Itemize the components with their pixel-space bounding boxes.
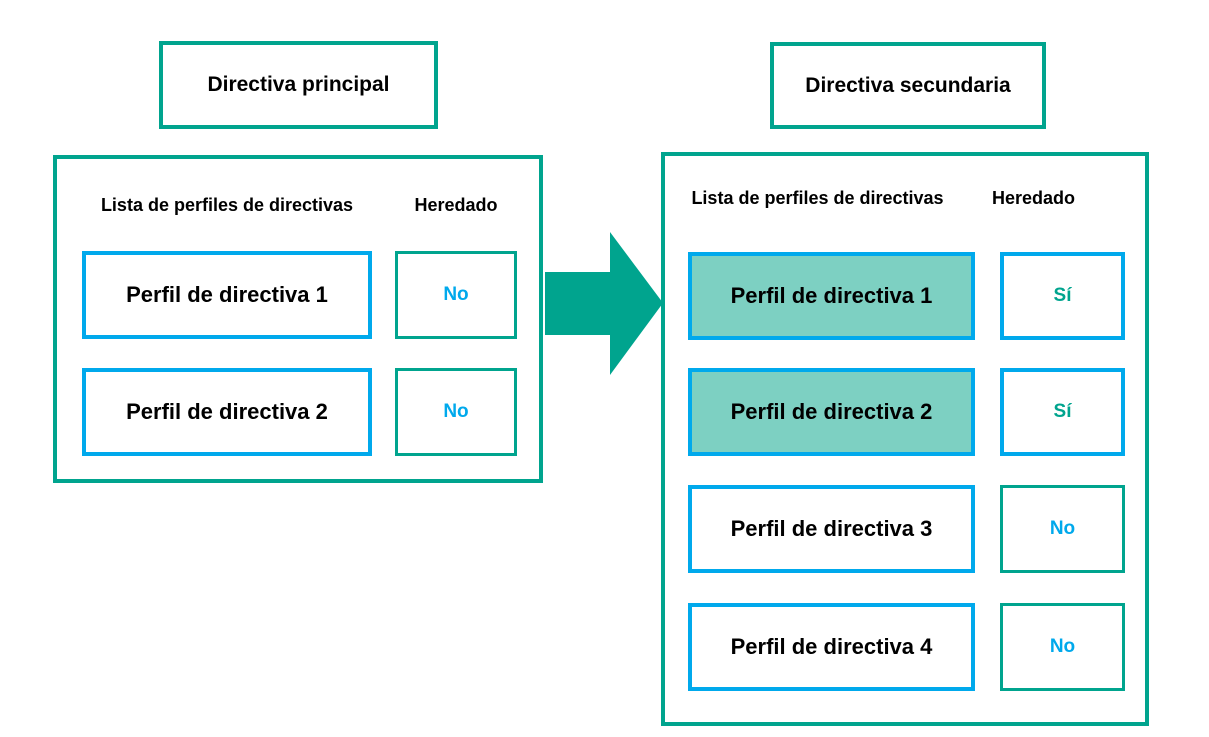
main-inherited-header: Heredado [414, 194, 498, 215]
secondary-profiles-list-header: Lista de perfiles de directivas [691, 187, 944, 208]
main-policy-title: Directiva principal [159, 41, 438, 129]
main-profile-1-inherited-status: No [395, 251, 517, 339]
secondary-policy-title: Directiva secundaria [770, 42, 1046, 129]
secondary-profile-3-box: Perfil de directiva 3 [688, 485, 975, 573]
secondary-profile-1-box: Perfil de directiva 1 [688, 252, 975, 340]
main-profile-2-inherited-status: No [395, 368, 517, 456]
secondary-profile-4-inherited-status: No [1000, 603, 1125, 691]
secondary-profile-1-inherited-status: Sí [1000, 252, 1125, 340]
main-profile-2-box: Perfil de directiva 2 [82, 368, 372, 456]
secondary-policy-panel: Lista de perfiles de directivas Heredado… [661, 152, 1149, 726]
secondary-inherited-header: Heredado [991, 187, 1076, 208]
main-profiles-list-header: Lista de perfiles de directivas [100, 194, 354, 215]
secondary-profile-3-inherited-status: No [1000, 485, 1125, 573]
secondary-profile-2-box: Perfil de directiva 2 [688, 368, 975, 456]
secondary-profile-2-inherited-status: Sí [1000, 368, 1125, 456]
secondary-profile-4-box: Perfil de directiva 4 [688, 603, 975, 691]
main-policy-panel: Lista de perfiles de directivas Heredado… [53, 155, 543, 483]
main-profile-1-box: Perfil de directiva 1 [82, 251, 372, 339]
